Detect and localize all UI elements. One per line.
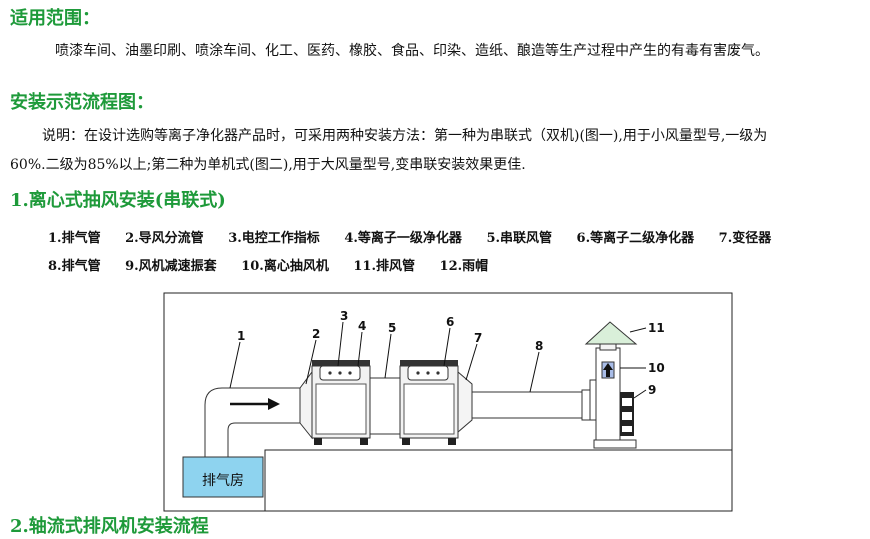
legend-item: 1.排气管 <box>48 231 101 246</box>
callout-line <box>633 389 647 399</box>
series-duct <box>369 377 401 435</box>
flow-arrow-head <box>268 398 280 410</box>
damper-slot <box>622 426 632 432</box>
purifier-1-panel <box>315 383 367 435</box>
callout-11: 11 <box>648 321 665 335</box>
callout-3: 3 <box>340 309 348 323</box>
purifier-1-foot <box>314 438 322 445</box>
callout-9: 9 <box>648 383 656 397</box>
indicator-light <box>328 371 332 375</box>
callout-line <box>337 321 344 367</box>
legend-item: 5.串联风管 <box>486 231 553 246</box>
purifier-2-foot <box>402 438 410 445</box>
legend-item: 2.导风分流管 <box>125 231 204 246</box>
section1-title: 1.离心式抽风安装(串联式) <box>10 190 226 211</box>
exhaust-room <box>182 456 264 498</box>
section2-title: 2.轴流式排风机安装流程 <box>10 516 209 537</box>
legend-row-1: 1.排气管 2.导风分流管 3.电控工作指标 4.等离子一级净化器 5.串联风管… <box>48 227 791 246</box>
fan-base <box>593 439 637 449</box>
damper-slot <box>622 412 632 420</box>
purifier-1-foot <box>360 438 368 445</box>
purifier-1-top <box>312 360 370 366</box>
callout-6: 6 <box>446 315 454 329</box>
legend-item: 12.雨帽 <box>439 259 489 274</box>
legend-item: 7.变径器 <box>718 231 772 246</box>
rain-cap <box>584 321 638 345</box>
callout-line <box>443 327 451 367</box>
callout-line <box>229 341 241 389</box>
diagram-frame <box>163 292 733 512</box>
scope-text: 喷漆车间、油墨印刷、喷涂车间、化工、医药、橡胶、食品、印染、造纸、酿造等生产过程… <box>55 43 769 59</box>
scope-title: 适用范围： <box>10 8 100 29</box>
legend-row-2: 8.排气管 9.风机减速振套 10.离心抽风机 11.排风管 12.雨帽 <box>48 255 508 274</box>
install-title: 安装示范流程图： <box>10 92 154 113</box>
callout-2: 2 <box>312 327 320 341</box>
damper-slot <box>622 398 632 406</box>
callout-line <box>305 339 317 385</box>
callout-8: 8 <box>535 339 543 353</box>
reducer <box>457 370 473 434</box>
legend-item: 8.排气管 <box>48 259 101 274</box>
indicator-light <box>426 371 430 375</box>
callout-1: 1 <box>237 329 245 343</box>
legend-item: 4.等离子一级净化器 <box>344 231 462 246</box>
legend-item: 6.等离子二级净化器 <box>576 231 695 246</box>
exhaust-room-label: 排气房 <box>202 473 244 489</box>
callout-line <box>529 351 540 393</box>
callout-10: 10 <box>648 361 665 375</box>
legend-item: 9.风机减速振套 <box>125 259 217 274</box>
legend-item: 3.电控工作指标 <box>228 231 320 246</box>
callout-4: 4 <box>358 319 366 333</box>
purifier-2-panel <box>403 383 455 435</box>
exhaust-pipe-8 <box>471 391 583 419</box>
floor-line <box>264 449 732 511</box>
indicator-light <box>416 371 420 375</box>
callout-line <box>384 333 392 379</box>
callout-line <box>465 343 478 381</box>
exhaust-pipe <box>204 387 307 458</box>
purifier-2-foot <box>448 438 456 445</box>
callout-5: 5 <box>388 321 396 335</box>
callout-line <box>357 331 363 367</box>
up-arrow-icon <box>603 363 613 377</box>
install-note-line2: 60%.二级为85%以上;第二种为单机式(图二),用于大风量型号,变串联安装效果… <box>10 157 526 173</box>
purifier-2-top <box>400 360 458 366</box>
indicator-light <box>436 371 440 375</box>
indicator-light <box>338 371 342 375</box>
callout-line <box>629 327 647 333</box>
callout-7: 7 <box>474 331 482 345</box>
indicator-light <box>348 371 352 375</box>
fan-inlet <box>589 379 597 421</box>
install-note-line1: 说明：在设计选购等离子净化器产品时，可采用两种安装方法：第一种为串联式（双机)(… <box>42 128 768 144</box>
legend-item: 10.离心抽风机 <box>241 259 329 274</box>
legend-item: 11.排风管 <box>353 259 415 274</box>
